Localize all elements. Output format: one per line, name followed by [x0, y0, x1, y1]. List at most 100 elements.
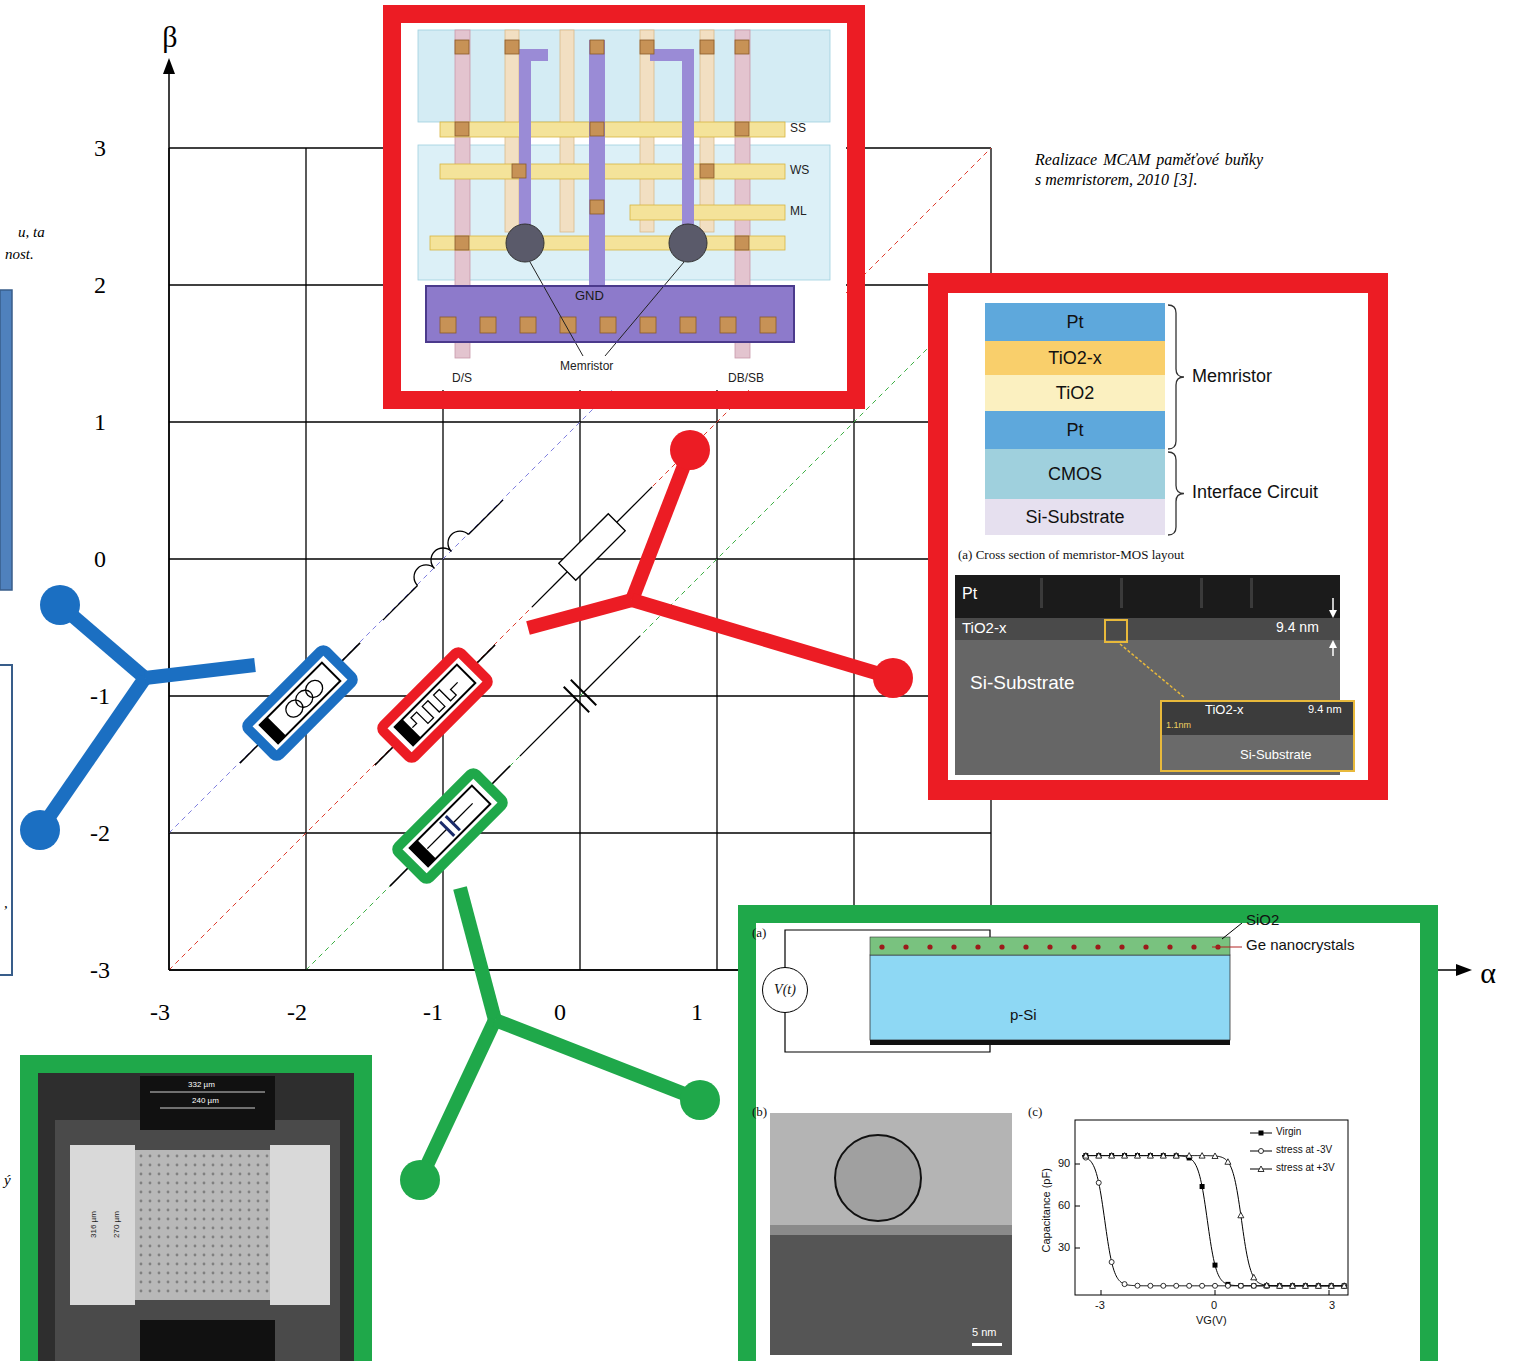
mcam-layout	[401, 23, 846, 390]
element-body	[410, 786, 491, 867]
sem-hole	[194, 1245, 197, 1248]
data-marker	[1135, 1283, 1140, 1288]
sem-hole	[266, 1200, 269, 1203]
axis-tick: 2	[94, 272, 106, 298]
sem-hole	[158, 1218, 161, 1221]
metal-strip	[430, 236, 785, 250]
data-marker	[1161, 1283, 1166, 1288]
data-marker	[1277, 1283, 1282, 1288]
lead-wire	[532, 572, 567, 607]
sem-hole	[194, 1290, 197, 1293]
gnd-rail-fill	[425, 285, 795, 343]
lead-wire	[520, 700, 577, 757]
sem-hole	[257, 1209, 260, 1212]
sem-hole	[212, 1227, 215, 1230]
data-marker	[1316, 1283, 1321, 1288]
sem-hole	[185, 1227, 188, 1230]
sem-hole	[203, 1200, 206, 1203]
axis-name: α	[1480, 956, 1496, 989]
sem-hole	[266, 1209, 269, 1212]
sem-hole	[176, 1254, 179, 1257]
sem-panel-label: 332 µm	[188, 1080, 215, 1089]
sem-panel-label: 270 µm	[112, 1211, 121, 1238]
sem-hole	[185, 1209, 188, 1212]
pointer-arm	[40, 678, 145, 830]
p-si-fill	[870, 955, 1230, 1040]
contact-square	[440, 317, 456, 333]
data-marker	[1200, 1283, 1205, 1288]
y-pointer	[528, 430, 913, 698]
data-marker	[1122, 1153, 1127, 1158]
data-marker	[1147, 1153, 1153, 1159]
memcapacitor-panel: (a)SiO2Ge nanocrystals(b)(c)V(t)p-Si5 nm…	[738, 905, 1438, 1361]
sem-hole	[221, 1227, 224, 1230]
sem-pad	[140, 1076, 275, 1130]
capacitor-plate	[564, 687, 589, 712]
memristor-zigzag	[407, 677, 464, 734]
sem-hole	[194, 1236, 197, 1239]
tem-streak	[1040, 578, 1043, 608]
axis-name: β	[162, 20, 177, 53]
arrowhead	[1329, 610, 1337, 618]
sem-hole	[158, 1281, 161, 1284]
axis-tick: 1	[94, 409, 106, 435]
data-marker	[1135, 1153, 1140, 1158]
meminductor-symbol	[224, 627, 375, 778]
tem-band	[770, 1113, 1012, 1229]
memristor-panel: MemristorInterface Circuit(a) Cross sect…	[928, 273, 1388, 800]
sem-hole	[167, 1218, 170, 1221]
polarity-bar	[260, 717, 286, 743]
sem-hole	[230, 1254, 233, 1257]
sem-hole	[212, 1254, 215, 1257]
substrate-layer-label: Si-Substrate	[1025, 507, 1124, 528]
sem-electrode	[70, 1145, 135, 1305]
source-ground	[763, 968, 807, 1012]
cv-chart-label: 90	[1058, 1157, 1070, 1170]
sem-hole	[230, 1155, 233, 1158]
metal-trace	[589, 40, 605, 288]
data-marker	[1083, 1153, 1088, 1158]
data-marker	[1251, 1283, 1256, 1288]
sem-hole	[230, 1227, 233, 1230]
cv-chart: Virginstress at -3Vstress at +3VCapacita…	[1000, 1115, 1350, 1330]
data-marker	[1290, 1283, 1295, 1288]
nanocrystal-dot	[951, 944, 956, 949]
data-marker	[1212, 1153, 1218, 1159]
tem-streak	[1250, 578, 1253, 608]
sem-hole	[176, 1164, 179, 1167]
contact-square	[700, 40, 714, 54]
element-body	[260, 663, 341, 744]
nanocrystal-dot	[879, 944, 884, 949]
dimension-line	[150, 1092, 265, 1093]
metal-trace	[525, 55, 548, 228]
memcapacitor-symbol	[374, 750, 525, 901]
sem-hole	[212, 1263, 215, 1266]
tick-mark	[1075, 1248, 1080, 1249]
brace	[1168, 452, 1184, 535]
sem-hole	[167, 1227, 170, 1230]
sem-hole	[257, 1200, 260, 1203]
nanocrystal-dot	[1119, 944, 1124, 949]
lead-wire	[453, 803, 473, 823]
sem-hole	[230, 1200, 233, 1203]
y-pointer	[20, 585, 255, 850]
sem-hole	[149, 1254, 152, 1257]
pt-layer: Pt	[985, 303, 1165, 341]
sem-hole	[140, 1182, 143, 1185]
p-si-block-label: p-Si	[1010, 1006, 1037, 1023]
data-marker	[1122, 1282, 1127, 1287]
sem-hole	[185, 1191, 188, 1194]
sem-hole	[266, 1182, 269, 1185]
nanocrystal-dot	[1191, 944, 1196, 949]
data-marker	[1109, 1153, 1114, 1158]
sem-hole	[194, 1155, 197, 1158]
sem-hole	[248, 1182, 251, 1185]
cut-text: u, ta	[18, 224, 45, 241]
sem-hole	[194, 1263, 197, 1266]
lead-wire	[617, 487, 652, 522]
sem-hole	[266, 1155, 269, 1158]
contact-square	[720, 317, 736, 333]
well-region	[418, 145, 830, 280]
tick-mark	[1101, 1290, 1102, 1295]
sem-hole	[149, 1218, 152, 1221]
